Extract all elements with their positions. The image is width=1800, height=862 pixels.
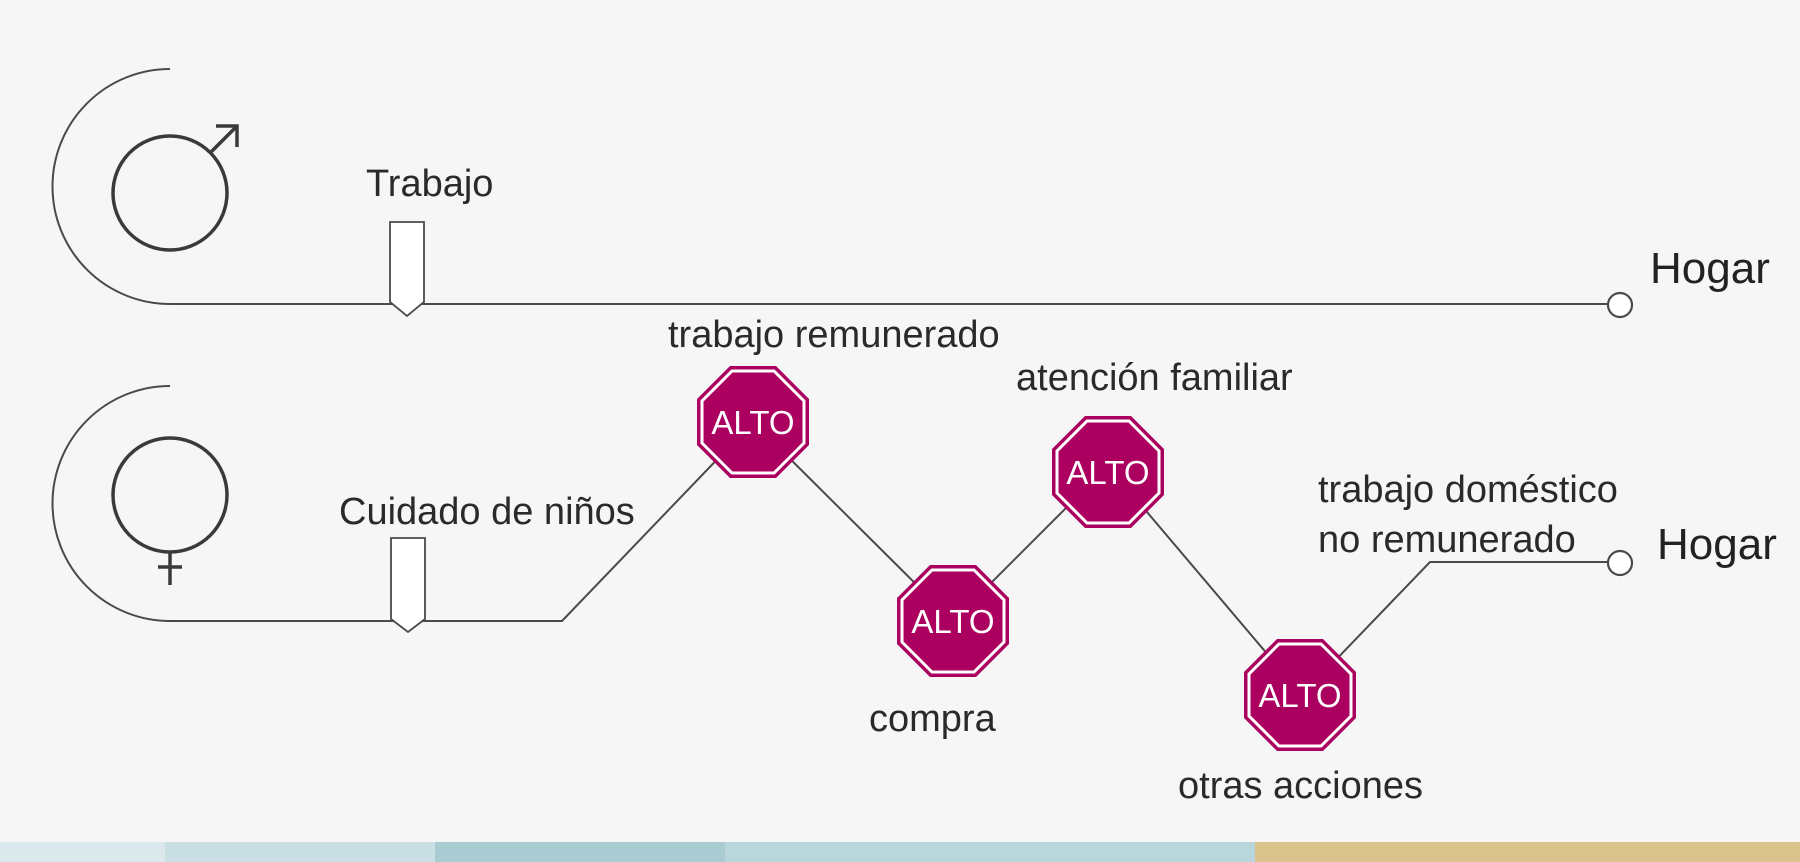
male-symbol-icon: [111, 124, 239, 252]
stop-sign-trabajo-remunerado: ALTO: [695, 364, 811, 480]
svg-text:ALTO: ALTO: [711, 404, 794, 441]
cuidado-label: Cuidado de niños: [339, 491, 635, 533]
final-label-line2: no remunerado: [1318, 519, 1576, 561]
female-route-path: [51, 385, 1608, 697]
stop-sign-otras-acciones: ALTO: [1242, 637, 1358, 753]
male-route: Trabajo Hogar: [51, 68, 1770, 319]
female-route: Cuidado de niños ALTO trabajo remunerado…: [51, 314, 1777, 807]
stop-label-otras-acciones: otras acciones: [1178, 765, 1423, 807]
final-label-line1: trabajo doméstico: [1318, 469, 1618, 511]
svg-text:ALTO: ALTO: [911, 603, 994, 640]
stop-label-trabajo-remunerado: trabajo remunerado: [668, 314, 1000, 356]
female-home-endpoint: [1606, 549, 1634, 577]
male-home-endpoint: [1606, 291, 1634, 319]
svg-text:ALTO: ALTO: [1066, 454, 1149, 491]
male-route-path: [51, 68, 1608, 305]
female-symbol-icon: [111, 436, 229, 585]
cuidado-marker: [390, 537, 426, 634]
trabajo-marker: [389, 221, 425, 318]
stop-sign-atencion-familiar: ALTO: [1050, 414, 1166, 530]
male-home-label: Hogar: [1650, 244, 1770, 293]
decorative-bottom-strip: [0, 842, 1800, 862]
stop-sign-compra: ALTO: [895, 563, 1011, 679]
stop-label-compra: compra: [869, 698, 997, 740]
trabajo-label: Trabajo: [366, 163, 493, 205]
svg-text:ALTO: ALTO: [1258, 677, 1341, 714]
stop-label-atencion-familiar: atención familiar: [1016, 357, 1293, 399]
female-home-label: Hogar: [1657, 520, 1777, 569]
